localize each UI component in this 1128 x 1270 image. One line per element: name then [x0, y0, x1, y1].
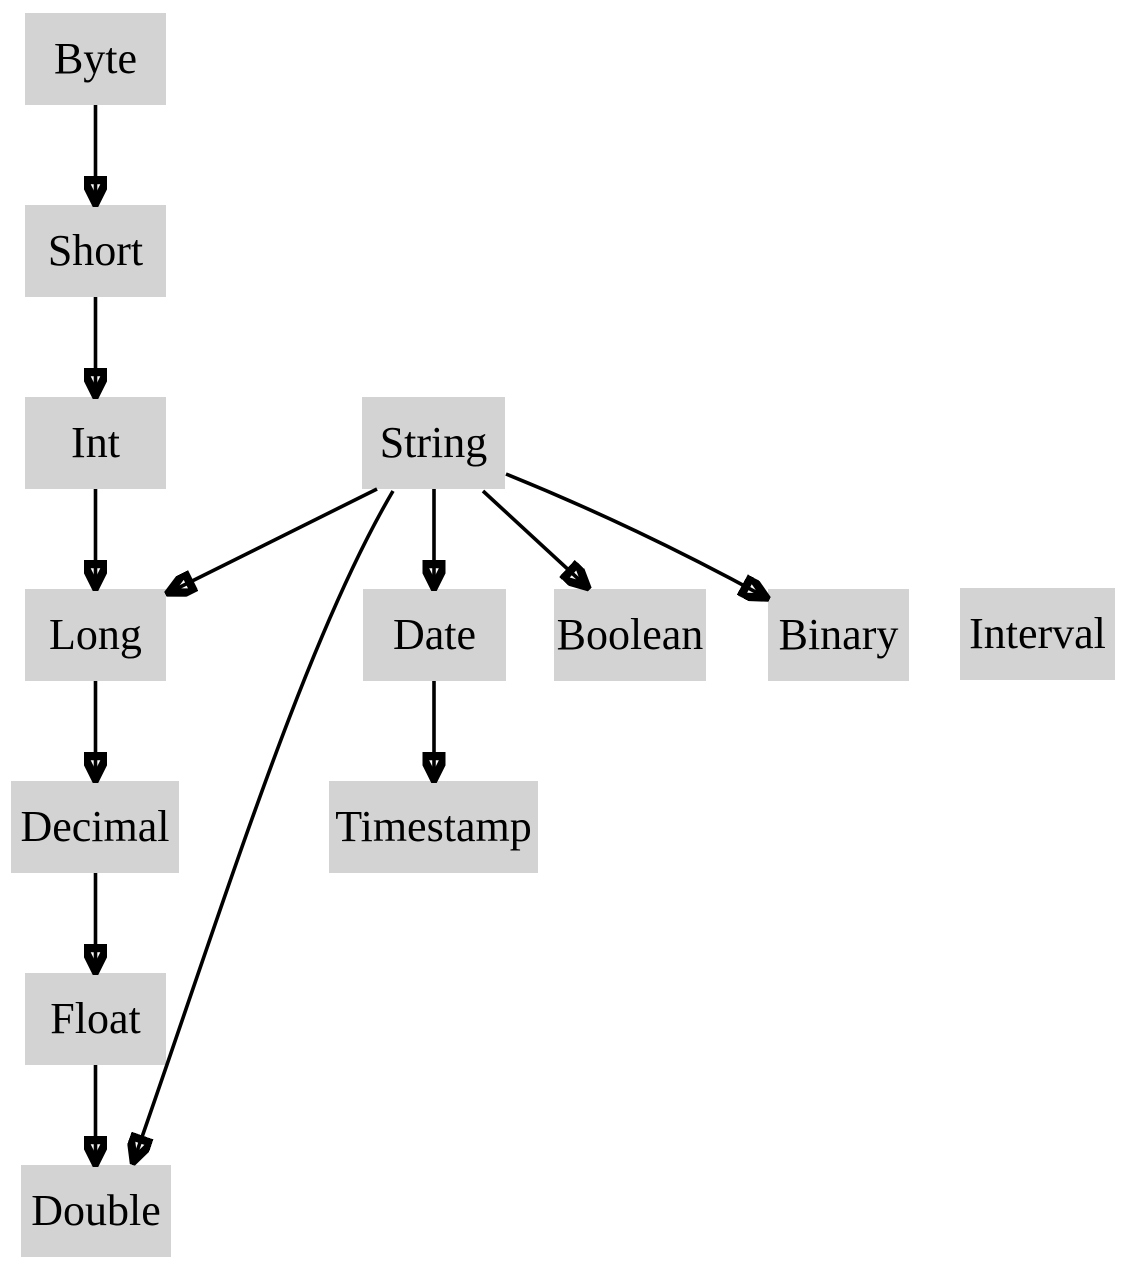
node-decimal: Decimal [11, 781, 179, 873]
node-binary: Binary [768, 589, 909, 681]
node-double: Double [21, 1165, 171, 1257]
edge-string-long [170, 487, 378, 592]
node-timestamp: Timestamp [329, 781, 538, 873]
edge-string-boolean [481, 489, 586, 586]
node-interval: Interval [960, 588, 1115, 680]
node-short: Short [25, 205, 166, 297]
node-string: String [362, 397, 505, 489]
node-date: Date [363, 589, 506, 681]
node-float: Float [25, 973, 166, 1065]
edge-string-binary [505, 472, 765, 597]
node-long: Long [25, 589, 166, 681]
node-boolean: Boolean [554, 589, 706, 681]
node-int: Int [25, 397, 166, 489]
node-byte: Byte [25, 13, 166, 105]
